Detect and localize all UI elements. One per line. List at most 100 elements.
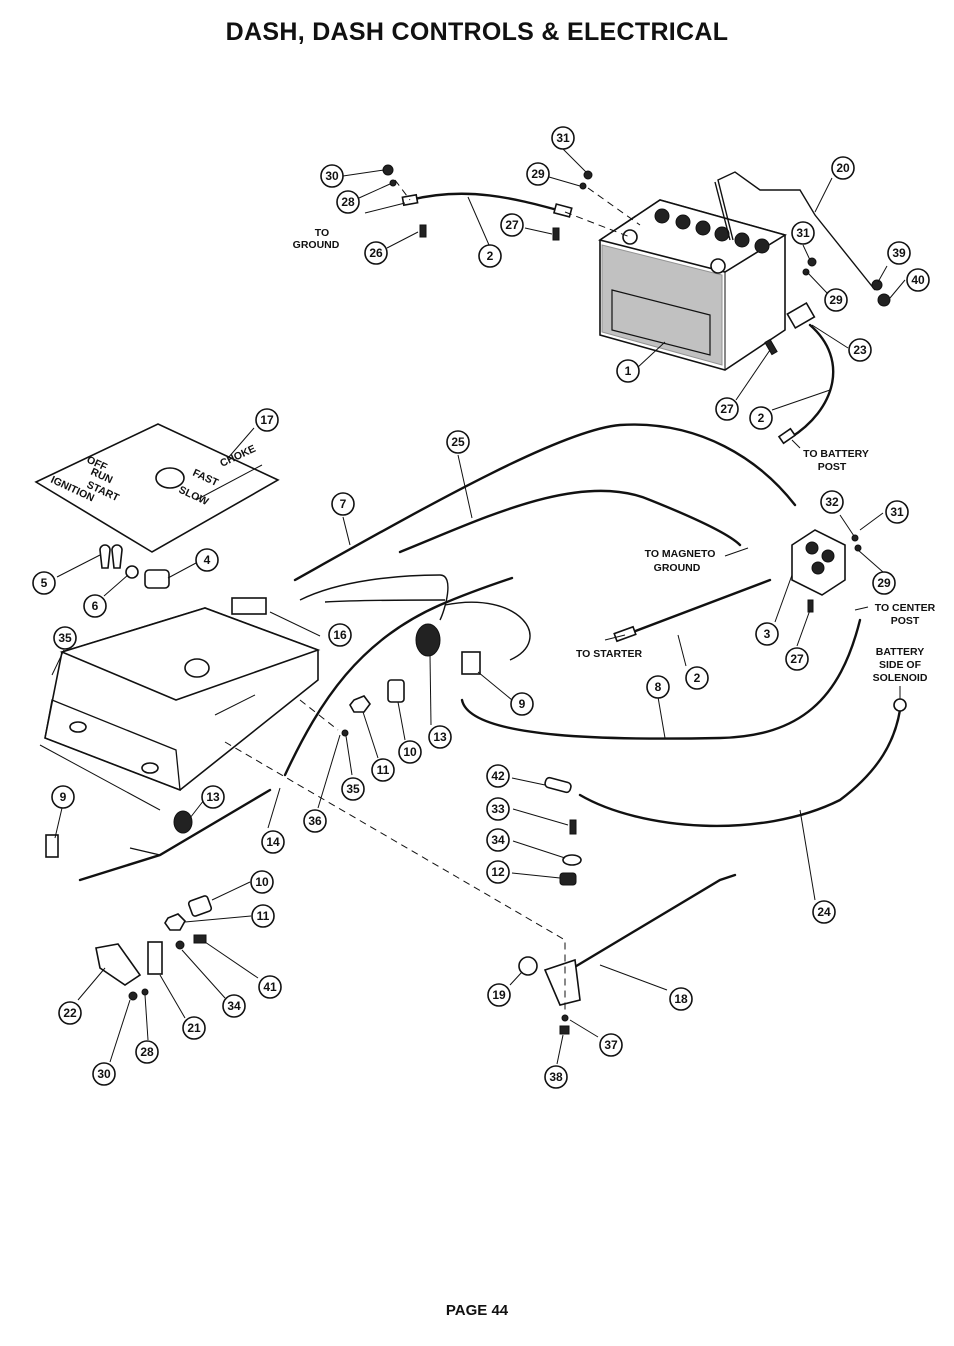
svg-text:31: 31 xyxy=(890,505,904,519)
note-to-center-post-2: POST xyxy=(891,615,920,627)
dash-decal: IGNITION OFF RUN START FAST SLOW CHOKE xyxy=(34,423,280,553)
svg-text:41: 41 xyxy=(263,980,277,994)
callout-17: 17 xyxy=(255,408,279,432)
callout-25: 25 xyxy=(446,430,470,454)
note-battery-side-3: SOLENOID xyxy=(873,672,928,684)
callout-7: 7 xyxy=(331,492,355,516)
callout-31-c: 31 xyxy=(885,500,909,524)
nut-11-left xyxy=(164,913,186,931)
svg-text:30: 30 xyxy=(325,169,339,183)
callout-5: 5 xyxy=(32,571,56,595)
note-to-magneto-2: GROUND xyxy=(654,562,701,574)
bolt-26 xyxy=(419,224,427,238)
svg-text:3: 3 xyxy=(764,627,771,641)
svg-text:28: 28 xyxy=(341,195,355,209)
svg-text:39: 39 xyxy=(892,246,906,260)
grommet-13 xyxy=(415,623,441,657)
svg-text:2: 2 xyxy=(694,671,701,685)
battery xyxy=(598,199,787,371)
callout-32: 32 xyxy=(820,490,844,514)
svg-text:25: 25 xyxy=(451,435,465,449)
svg-text:4: 4 xyxy=(204,553,211,567)
svg-text:2: 2 xyxy=(758,411,765,425)
battery-cable xyxy=(788,323,835,440)
callout-19: 19 xyxy=(487,983,511,1007)
svg-text:9: 9 xyxy=(60,790,67,804)
hold-down-rod xyxy=(717,171,876,291)
svg-text:2: 2 xyxy=(487,249,494,263)
callout-27-c: 27 xyxy=(785,647,809,671)
ignition-key xyxy=(99,544,111,569)
note-battery-side-1: BATTERY xyxy=(876,646,924,658)
control-rod-18 xyxy=(571,873,737,970)
svg-text:42: 42 xyxy=(491,769,505,783)
callout-29-a: 29 xyxy=(526,162,550,186)
switch-10 xyxy=(387,679,405,703)
callout-29-c: 29 xyxy=(872,571,896,595)
callout-16: 16 xyxy=(328,623,352,647)
svg-text:17: 17 xyxy=(260,413,274,427)
svg-text:28: 28 xyxy=(140,1045,154,1059)
bolt-27 xyxy=(552,227,560,241)
callout-23: 23 xyxy=(848,338,872,362)
svg-text:27: 27 xyxy=(505,218,519,232)
callout-39: 39 xyxy=(887,241,911,265)
svg-text:20: 20 xyxy=(836,161,850,175)
svg-text:35: 35 xyxy=(346,782,360,796)
svg-text:31: 31 xyxy=(556,131,570,145)
svg-text:5: 5 xyxy=(41,576,48,590)
svg-text:13: 13 xyxy=(206,790,220,804)
callout-34-b: 34 xyxy=(222,994,246,1018)
page-number: PAGE 44 xyxy=(445,1302,509,1319)
callout-2-b: 2 xyxy=(749,406,773,430)
callout-31-b: 31 xyxy=(791,221,815,245)
svg-text:27: 27 xyxy=(790,652,804,666)
svg-text:35: 35 xyxy=(58,631,72,645)
switch-10-left xyxy=(187,895,213,917)
callout-38: 38 xyxy=(544,1065,568,1089)
callout-13-a: 13 xyxy=(428,725,452,749)
svg-text:21: 21 xyxy=(187,1021,201,1035)
wire-24 xyxy=(578,708,902,828)
svg-text:11: 11 xyxy=(257,909,270,923)
callouts: 31 30 28 29 20 27 26 2 31 39 40 29 23 1 … xyxy=(32,126,930,1089)
svg-text:14: 14 xyxy=(266,835,280,849)
svg-text:13: 13 xyxy=(433,730,447,744)
note-to-battery-post-1: TO BATTERY xyxy=(803,448,869,460)
callout-30-b: 30 xyxy=(92,1062,116,1086)
svg-text:10: 10 xyxy=(255,875,269,889)
callout-40: 40 xyxy=(906,268,930,292)
svg-text:16: 16 xyxy=(333,628,347,642)
bracket-21 xyxy=(147,941,163,975)
nut-6 xyxy=(125,565,139,579)
note-to-ground-1: TO xyxy=(315,227,329,239)
wiring-harness xyxy=(283,576,514,777)
grommet-13-left xyxy=(173,810,193,834)
svg-text:7: 7 xyxy=(340,497,347,511)
callout-31-a: 31 xyxy=(551,126,575,150)
starter-solenoid xyxy=(791,529,846,596)
svg-text:29: 29 xyxy=(829,293,843,307)
callout-30-a: 30 xyxy=(320,164,344,188)
callout-24: 24 xyxy=(812,900,836,924)
svg-text:34: 34 xyxy=(491,833,505,847)
callout-14: 14 xyxy=(261,830,285,854)
callout-10-b: 10 xyxy=(250,870,274,894)
callout-27-b: 27 xyxy=(715,397,739,421)
callout-8: 8 xyxy=(646,675,670,699)
callout-26: 26 xyxy=(364,241,388,265)
screw-33 xyxy=(569,819,577,835)
callout-2-c: 2 xyxy=(685,666,709,690)
note-to-ground-2: GROUND xyxy=(293,239,340,251)
connector-block xyxy=(231,597,267,615)
svg-text:19: 19 xyxy=(492,988,506,1002)
knob-19 xyxy=(518,956,538,976)
callout-35-a: 35 xyxy=(53,626,77,650)
note-to-starter: TO STARTER xyxy=(576,648,643,660)
clip-12 xyxy=(559,872,577,886)
svg-text:32: 32 xyxy=(825,495,839,509)
svg-text:18: 18 xyxy=(674,992,688,1006)
page-title: DASH, DASH CONTROLS & ELECTRICAL xyxy=(225,18,729,46)
svg-text:6: 6 xyxy=(92,599,99,613)
